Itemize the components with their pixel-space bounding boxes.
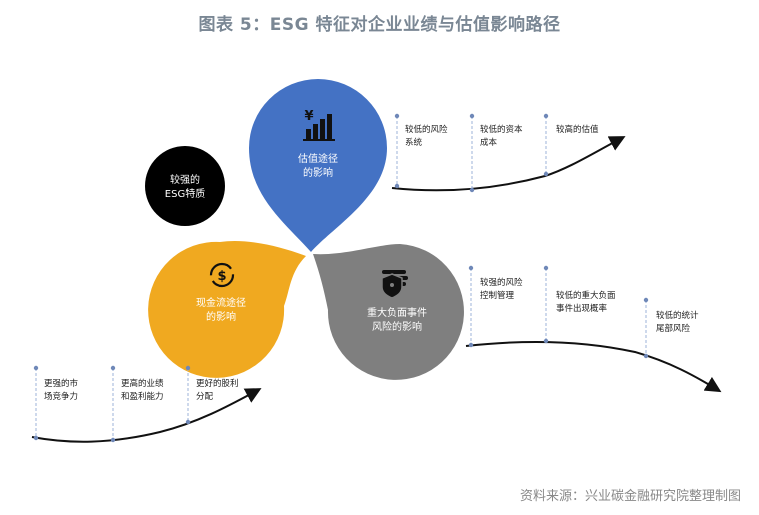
- valuation-petal: ¥ 估值途径 的影响: [249, 79, 387, 252]
- valuation-label-line2: 的影响: [303, 166, 333, 179]
- valuation-step-3: 较高的估值: [543, 113, 599, 177]
- cashflow-label-line2: 的影响: [206, 310, 236, 323]
- risk-step-1: 较强的风险 控制管理: [468, 265, 523, 348]
- risk-step-2-line2: 事件出现概率: [556, 303, 608, 314]
- cashflow-step-3-line2: 分配: [196, 392, 214, 402]
- risk-step-3-line2: 尾部风险: [656, 323, 691, 334]
- risk-petal: 重大负面事件 风险的影响: [313, 244, 464, 380]
- risk-path-curve: [465, 341, 722, 393]
- cashflow-label-line1: 现金流途径: [196, 296, 246, 309]
- risk-petal-shape: [313, 244, 464, 380]
- cashflow-step-3-line1: 更好的股利: [196, 378, 239, 389]
- source-note: 资料来源：兴业碳金融研究院整理制图: [519, 489, 741, 504]
- valuation-label-line1: 估值途径: [298, 152, 338, 165]
- risk-step-1-line1: 较强的风险: [480, 277, 523, 288]
- figure-title: 图表 5：ESG 特征对企业业绩与估值影响路径: [198, 15, 561, 35]
- valuation-step-3-line1: 较高的估值: [556, 124, 599, 135]
- risk-path: 较强的风险 控制管理 较低的重大负面 事件出现概率 较低的统计 尾部风险: [465, 265, 722, 393]
- esg-trait-circle: [145, 146, 225, 226]
- risk-step-1-line2: 控制管理: [480, 290, 515, 301]
- cashflow-step-2: 更高的业绩 和盈利能力: [110, 365, 164, 443]
- risk-step-2: 较低的重大负面 事件出现概率: [543, 265, 616, 344]
- valuation-path: 较低的风险 系统 较低的资本 成本 较高的估值: [391, 113, 626, 193]
- valuation-step-2: 较低的资本 成本: [469, 113, 523, 193]
- dollar-cycle-icon: $: [209, 262, 235, 288]
- cashflow-step-1-line2: 场竞争力: [44, 391, 78, 402]
- svg-text:$: $: [217, 269, 226, 284]
- cashflow-step-2-line2: 和盈利能力: [121, 391, 164, 402]
- risk-label-line2: 风险的影响: [372, 320, 422, 333]
- risk-step-3: 较低的统计 尾部风险: [643, 297, 699, 359]
- cashflow-petal: $ 现金流途径 的影响: [148, 240, 306, 378]
- cashflow-path: 更强的市 场竞争力 更高的业绩 和盈利能力 更好的股利 分配: [31, 365, 262, 443]
- valuation-petal-shape: [249, 79, 387, 252]
- valuation-step-2-line2: 成本: [480, 137, 498, 148]
- valuation-path-curve: [391, 136, 626, 192]
- esg-trait-label-line1: 较强的: [170, 173, 200, 186]
- svg-text:¥: ¥: [304, 109, 313, 124]
- esg-trait-node: 较强的 ESG特质: [145, 146, 225, 226]
- cashflow-step-2-line1: 更高的业绩: [121, 378, 164, 389]
- valuation-step-2-line1: 较低的资本: [480, 124, 523, 135]
- bar-chart-yen-icon: ¥: [303, 109, 335, 141]
- valuation-step-1-line1: 较低的风险: [405, 124, 448, 135]
- valuation-step-1: 较低的风险 系统: [394, 113, 448, 189]
- valuation-step-1-line2: 系统: [405, 137, 423, 148]
- risk-step-3-line1: 较低的统计: [656, 310, 699, 321]
- risk-step-2-line1: 较低的重大负面: [556, 290, 616, 301]
- esg-trait-label-line2: ESG特质: [165, 188, 205, 200]
- shield-coins-icon: [381, 270, 408, 299]
- cashflow-path-curve: [31, 388, 262, 443]
- cashflow-step-1-line1: 更强的市: [44, 378, 79, 389]
- cashflow-petal-shape: [148, 240, 306, 378]
- cashflow-step-1: 更强的市 场竞争力: [33, 365, 79, 441]
- risk-label-line1: 重大负面事件: [367, 306, 427, 319]
- cashflow-step-3: 更好的股利 分配: [185, 365, 239, 425]
